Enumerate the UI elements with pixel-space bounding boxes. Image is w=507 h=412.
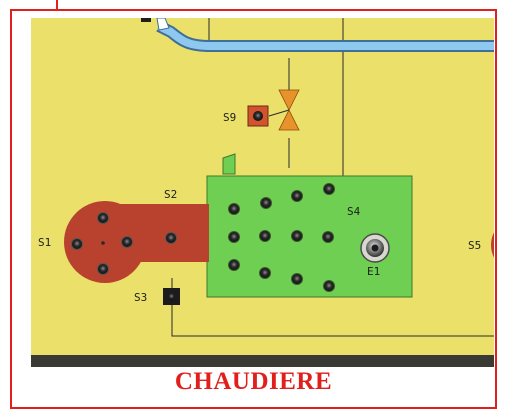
label-s9: S9 <box>223 111 236 124</box>
sensor-s2 <box>165 232 177 244</box>
electrode-e1 <box>360 233 390 263</box>
label-s3: S3 <box>134 291 147 304</box>
label-s5: S5 <box>468 239 481 252</box>
burner <box>64 201 209 283</box>
sensor-s3 <box>163 288 180 305</box>
boiler-panel-photo: S1 S2 S3 S4 S5 S9 E1 <box>31 18 494 367</box>
label-s2: S2 <box>164 188 177 201</box>
blue-pipe <box>141 18 494 52</box>
sensor-s9 <box>247 105 269 127</box>
exchanger-holes <box>228 183 335 292</box>
label-s4: S4 <box>347 205 361 218</box>
frame-tick <box>56 0 58 9</box>
label-s1: S1 <box>38 236 51 249</box>
valve-symbol <box>268 89 300 131</box>
burner-screws <box>71 212 133 275</box>
figure-caption: CHAUDIERE <box>174 368 333 395</box>
label-e1: E1 <box>367 265 380 278</box>
sensor-s5-disc <box>491 232 494 258</box>
panel-bottom-edge <box>31 355 494 367</box>
